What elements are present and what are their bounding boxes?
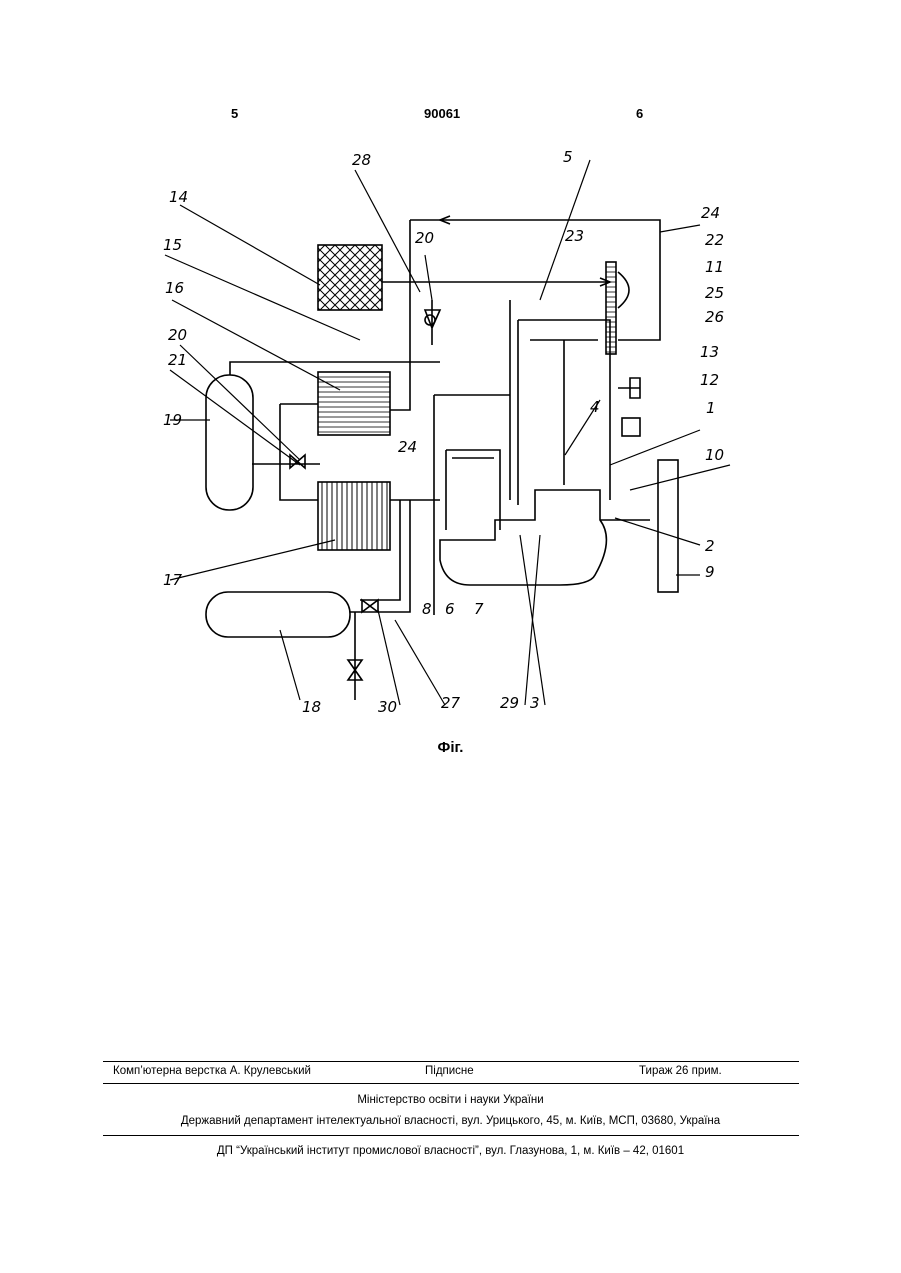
component-23 <box>606 262 616 354</box>
footer-circulation: Тираж 26 прим. <box>639 1065 722 1077</box>
component-20 <box>425 300 440 345</box>
piston-6 <box>446 450 500 530</box>
footer-ministry: Міністерство освіти і науки України <box>0 1094 901 1106</box>
label-15: 15 <box>163 236 182 254</box>
label-26: 26 <box>705 308 724 326</box>
label-8: 8 <box>422 600 432 618</box>
label-23: 23 <box>565 227 584 245</box>
footer-institute: ДП “Український інститут промислової вла… <box>0 1145 901 1157</box>
crankcase-29 <box>440 490 606 585</box>
footer-rule-3 <box>103 1135 799 1136</box>
label-2: 2 <box>705 537 715 555</box>
element-12 <box>622 418 640 436</box>
valve-21 <box>252 455 320 468</box>
label-17: 17 <box>163 571 183 589</box>
footer-typesetter: Комп’ютерна верстка А. Крулевський <box>113 1065 311 1077</box>
element-11 <box>618 272 629 308</box>
piston-5 <box>530 340 598 485</box>
label-5: 5 <box>563 148 573 166</box>
element-13 <box>618 378 640 398</box>
label-30: 30 <box>378 698 397 716</box>
label-22: 22 <box>705 231 724 249</box>
leader-lines <box>165 160 730 705</box>
label-13: 13 <box>700 343 719 361</box>
label-14: 14 <box>169 188 188 206</box>
label-4: 4 <box>590 398 600 416</box>
label-1: 1 <box>706 399 716 417</box>
block-14 <box>318 245 382 310</box>
block-17 <box>318 482 390 550</box>
label-19: 19 <box>163 411 182 429</box>
figure-caption: Фіг. <box>0 739 901 756</box>
label-9: 9 <box>705 563 715 581</box>
label-10: 10 <box>705 446 724 464</box>
label-20-top: 20 <box>415 229 434 247</box>
pipe-16-17 <box>280 404 318 500</box>
label-29: 29 <box>500 694 519 712</box>
label-25: 25 <box>705 284 724 302</box>
technical-drawing: 28 5 24 14 20 23 22 15 11 16 25 26 20 21… <box>0 0 901 780</box>
block-16 <box>318 372 390 435</box>
label-11: 11 <box>705 258 724 276</box>
footer-rule-1 <box>103 1061 799 1062</box>
tank-19 <box>206 375 253 510</box>
footer-signed: Підписне <box>425 1065 474 1077</box>
label-12: 12 <box>700 371 719 389</box>
valve-30 <box>348 612 362 700</box>
footer-rule-2 <box>103 1083 799 1084</box>
valve-27 <box>362 600 378 612</box>
label-21: 21 <box>168 351 187 369</box>
label-7: 7 <box>474 600 484 618</box>
label-18: 18 <box>302 698 321 716</box>
footer-department: Державний департамент інтелектуальної вл… <box>0 1115 901 1127</box>
label-3: 3 <box>530 694 540 712</box>
label-16: 16 <box>165 279 184 297</box>
label-27: 27 <box>441 694 461 712</box>
label-24-top: 24 <box>701 204 720 222</box>
label-24-mid: 24 <box>398 438 417 456</box>
label-6: 6 <box>445 600 455 618</box>
label-28: 28 <box>352 151 371 169</box>
tank-18 <box>206 592 350 637</box>
flywheel-9 <box>658 460 678 592</box>
label-20-left: 20 <box>168 326 187 344</box>
